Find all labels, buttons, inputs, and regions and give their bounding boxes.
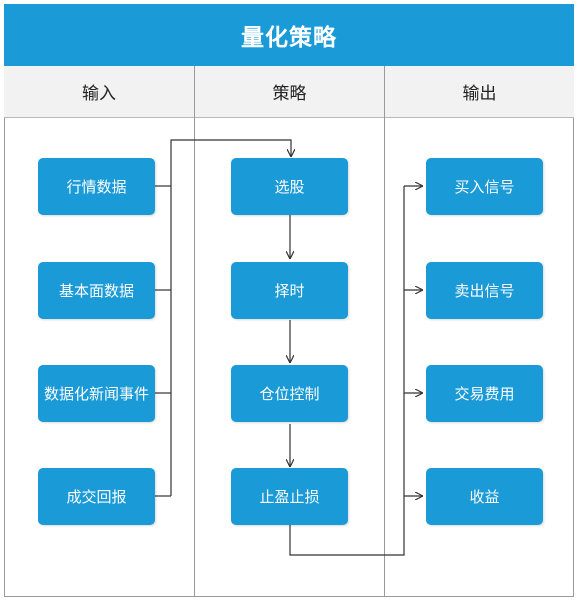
column-divider [384, 66, 385, 597]
node-transaction-cost: 交易费用 [426, 365, 543, 422]
node-timing: 择时 [231, 262, 348, 319]
column-header-strategy: 策略 [195, 66, 385, 118]
column-divider [194, 66, 195, 597]
node-news-event-data: 数据化新闻事件 [38, 365, 155, 422]
node-take-profit-stop-loss: 止盈止损 [231, 468, 348, 525]
column-header-output: 输出 [385, 66, 574, 118]
node-execution-report: 成交回报 [38, 468, 155, 525]
node-return: 收益 [426, 468, 543, 525]
connector-input-bus [170, 139, 291, 496]
node-market-data: 行情数据 [38, 158, 155, 215]
node-sell-signal: 卖出信号 [426, 262, 543, 319]
diagram-title: 量化策略 [4, 4, 574, 66]
node-stock-selection: 选股 [231, 158, 348, 215]
node-buy-signal: 买入信号 [426, 158, 543, 215]
connector-output-bus [289, 186, 405, 556]
node-fundamental-data: 基本面数据 [38, 262, 155, 319]
node-position-control: 仓位控制 [231, 365, 348, 422]
